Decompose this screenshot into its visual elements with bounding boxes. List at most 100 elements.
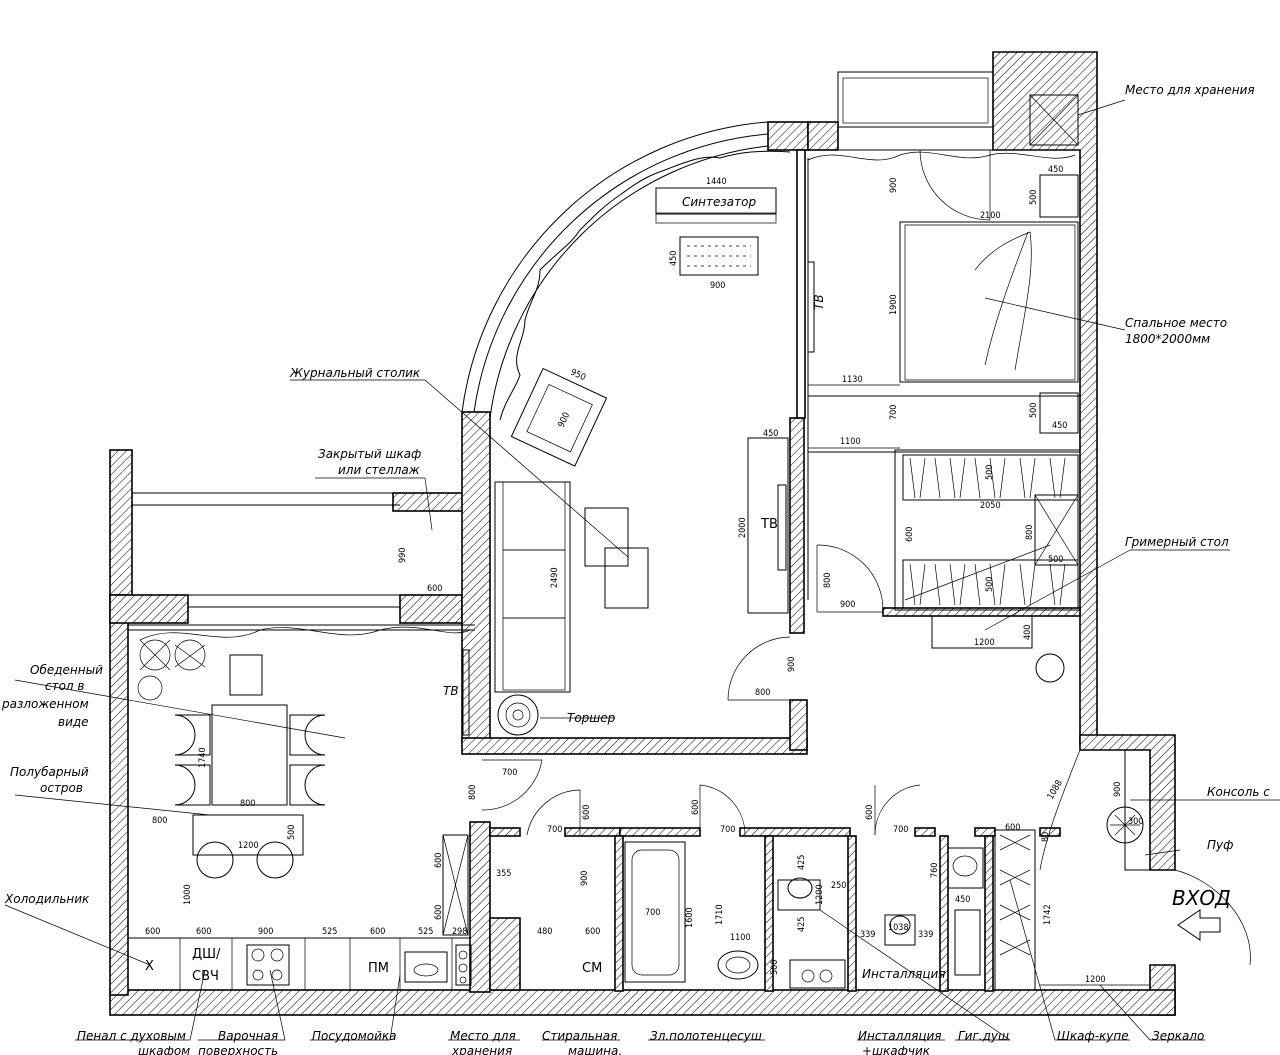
svg-text:1900: 1900 (889, 294, 899, 315)
label-bed-size: 1800*2000мм (1125, 332, 1210, 346)
label-cm-code: СМ (582, 961, 602, 976)
svg-text:450: 450 (955, 895, 970, 905)
label-washer-1: Стиральная (542, 1029, 617, 1043)
label-pm-code: ПМ (368, 961, 389, 976)
label-synth: Синтезатор (682, 195, 756, 209)
svg-text:600: 600 (582, 805, 592, 820)
svg-text:800: 800 (1025, 525, 1035, 540)
label-closed-cabinet-2: или стеллаж (338, 463, 420, 477)
svg-text:500: 500 (1029, 403, 1039, 418)
svg-text:800: 800 (240, 799, 255, 809)
svg-text:700: 700 (889, 405, 899, 420)
svg-text:990: 990 (398, 548, 408, 563)
label-tv-living: ТВ (760, 517, 778, 532)
label-storage-bottom-2: хранения (451, 1044, 512, 1055)
label-hob-1: Варочная (218, 1029, 278, 1043)
svg-text:1200: 1200 (1085, 975, 1106, 985)
svg-text:450: 450 (1048, 165, 1063, 175)
svg-text:2050: 2050 (980, 501, 1001, 511)
svg-text:900: 900 (889, 178, 899, 193)
label-dining-1: Обеденный (30, 663, 103, 677)
svg-text:900: 900 (787, 657, 797, 672)
svg-text:525: 525 (322, 927, 337, 937)
svg-text:600: 600 (196, 927, 211, 937)
storage-top (1029, 94, 1126, 146)
label-mirror: Зеркало (1152, 1029, 1204, 1043)
walls (109, 51, 1176, 1016)
svg-text:1000: 1000 (183, 884, 193, 905)
svg-text:1038: 1038 (888, 923, 909, 933)
label-fridge-x: X (145, 959, 154, 974)
bedroom (807, 149, 1081, 683)
label-dishwasher: Посудомойка (312, 1029, 397, 1043)
svg-text:900: 900 (1113, 782, 1123, 797)
svg-text:450: 450 (1052, 421, 1067, 431)
svg-text:355: 355 (496, 869, 511, 879)
label-console: Консоль с (1207, 785, 1270, 799)
svg-text:250: 250 (831, 881, 846, 891)
svg-text:800: 800 (755, 688, 770, 698)
svg-text:500: 500 (287, 825, 297, 840)
dimensions: 1440 450 900 900 2100 500 450 1900 1130 … (145, 165, 1143, 985)
svg-text:2100: 2100 (980, 211, 1001, 221)
svg-text:600: 600 (434, 853, 444, 868)
svg-text:500: 500 (770, 960, 780, 975)
bathrooms (526, 749, 1251, 991)
svg-text:480: 480 (537, 927, 552, 937)
svg-text:1440: 1440 (706, 177, 727, 187)
svg-text:600: 600 (434, 905, 444, 920)
label-install-2: +шкафчик (862, 1044, 931, 1055)
svg-text:339: 339 (860, 930, 875, 940)
label-storage-top: Место для хранения (1125, 83, 1255, 97)
label-pouf: Пуф (1207, 838, 1233, 852)
leader-lines (4, 297, 1280, 1041)
svg-text:298: 298 (452, 927, 467, 937)
label-storage-bottom-1: Место для (450, 1029, 516, 1043)
label-tv-bedroom: ТВ (812, 294, 826, 310)
svg-text:525: 525 (418, 927, 433, 937)
label-dining-3: разложенном (1, 697, 89, 711)
svg-text:900: 900 (557, 411, 573, 429)
svg-text:600: 600 (865, 805, 875, 820)
svg-text:600: 600 (1005, 823, 1020, 833)
label-oven-1: Пенал с духовым (77, 1029, 186, 1043)
svg-text:80: 80 (1041, 832, 1051, 842)
svg-text:700: 700 (645, 908, 660, 918)
svg-text:800: 800 (468, 785, 478, 800)
label-entrance: ВХОД (1172, 886, 1231, 910)
svg-text:600: 600 (145, 927, 160, 937)
svg-text:700: 700 (893, 825, 908, 835)
svg-text:700: 700 (720, 825, 735, 835)
label-washer-2: машина, (568, 1044, 622, 1055)
label-installation: Инсталляция (862, 967, 946, 981)
svg-text:1740: 1740 (198, 747, 208, 768)
svg-text:500: 500 (985, 465, 995, 480)
svg-text:600: 600 (691, 800, 701, 815)
svg-text:1710: 1710 (715, 904, 725, 925)
label-halfbar-1: Полубарный (10, 765, 89, 779)
svg-text:600: 600 (427, 584, 442, 594)
label-torsher: Торшер (567, 711, 616, 725)
svg-text:425: 425 (797, 855, 807, 870)
svg-text:425: 425 (797, 917, 807, 932)
svg-text:2000: 2000 (738, 517, 748, 538)
svg-text:1742: 1742 (1043, 904, 1053, 925)
svg-text:300: 300 (1128, 817, 1143, 827)
label-hob-2: поверхность (198, 1044, 278, 1055)
label-bed: Спальное место (1125, 316, 1227, 330)
label-tv-kitchen: ТВ (443, 684, 459, 698)
kitchen (128, 639, 543, 990)
svg-text:900: 900 (580, 871, 590, 886)
label-dw-code-1: ДШ/ (192, 947, 221, 962)
svg-text:1130: 1130 (842, 375, 863, 385)
label-dw-code-2: СВЧ (192, 969, 219, 984)
label-dining-4: виде (58, 715, 89, 729)
label-makeup-table: Гримерный стол (1125, 535, 1229, 549)
svg-text:760: 760 (930, 863, 940, 878)
label-fridge: Холодильник (4, 892, 90, 906)
svg-text:2490: 2490 (550, 567, 560, 588)
svg-text:900: 900 (710, 281, 725, 291)
label-hyg-shower: Гиг.душ (958, 1029, 1009, 1043)
